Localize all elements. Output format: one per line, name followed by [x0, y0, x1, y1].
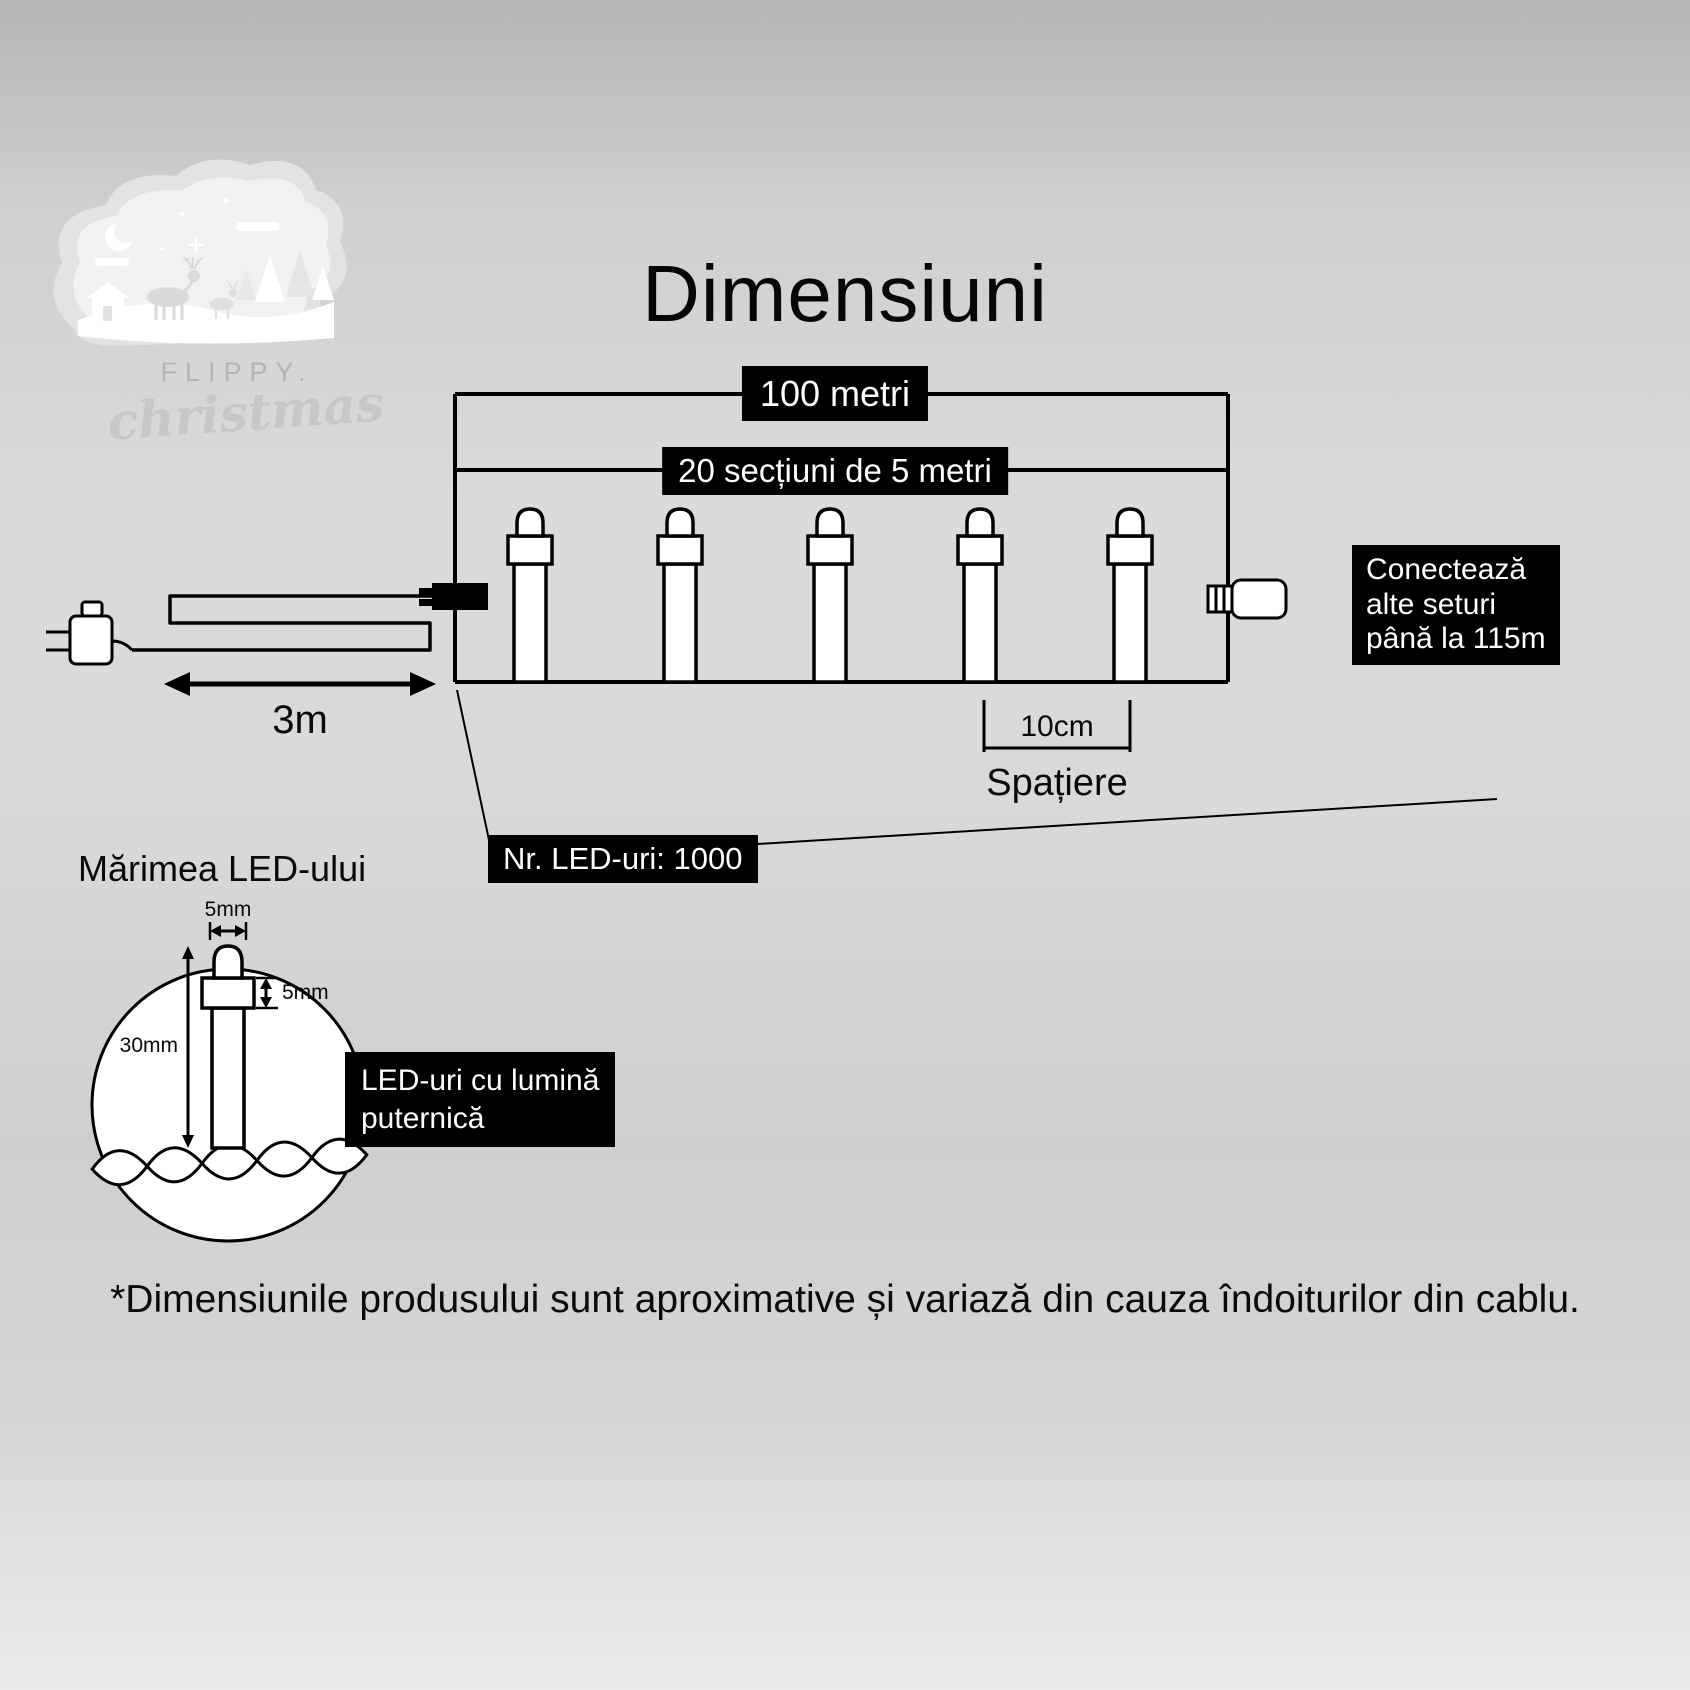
brand-name: FLIPPY. [160, 357, 313, 387]
sections-label: 20 secțiuni de 5 metri [662, 447, 1008, 495]
connector-note-label: Conectează alte seturi până la 115m [1352, 545, 1560, 665]
tip-width-label: 5mm [204, 898, 252, 921]
led-detail-drawing [200, 944, 256, 1150]
led-note-line2: puternică [361, 1101, 485, 1135]
twisted-wire [90, 1137, 369, 1187]
body-height-arrow [182, 946, 194, 1148]
brand-logo: FLIPPY. christmas [53, 159, 386, 452]
connector-note-line3: până la 115m [1366, 622, 1546, 655]
lead-wire [132, 594, 437, 652]
led-count-leader-lines [456, 689, 1498, 847]
power-plug-icon [46, 600, 134, 666]
led-brightness-note: LED-uri cu lumină puternică [345, 1052, 616, 1147]
tip-width-arrow [208, 922, 248, 940]
page-title: Dimensiuni [642, 249, 1048, 338]
cap-height-arrow [256, 976, 278, 1010]
led-bulb-icon [1106, 507, 1154, 684]
led-count-text: Nr. LED-uri: 1000 [503, 841, 743, 876]
spacing-dimension-lines [982, 700, 1132, 752]
tip-height-label: 5mm [282, 981, 329, 1004]
led-bulb-icon [506, 507, 554, 684]
led-bulb-icon [656, 507, 704, 684]
led-bulb-icon [956, 507, 1004, 684]
led-bulb-icon [806, 507, 854, 684]
footnote: *Dimensiunile produsului sunt aproximati… [110, 1278, 1580, 1321]
sections-text: 20 secțiuni de 5 metri [678, 452, 992, 489]
body-height-label: 30mm [119, 1034, 178, 1057]
total-length-text: 100 metri [759, 373, 911, 414]
extension-connector-icon [1206, 578, 1288, 620]
connector-note-line2: alte seturi [1366, 587, 1497, 621]
brand-script: christmas [106, 373, 386, 451]
total-length-label: 100 metri [741, 366, 929, 422]
connector-note-line1: Conectează [1366, 553, 1527, 586]
led-count-label: Nr. LED-uri: 1000 [488, 835, 758, 883]
lead-length-arrow [164, 672, 436, 696]
lead-length-label: 3m [272, 698, 328, 742]
spacing-value-label: 10cm [1020, 710, 1094, 743]
led-size-section-title: Mărimea LED-ului [78, 848, 367, 889]
spacing-label: Spațiere [986, 762, 1128, 804]
led-note-line1: LED-uri cu lumină [361, 1064, 600, 1097]
inline-connector-icon [419, 583, 488, 610]
